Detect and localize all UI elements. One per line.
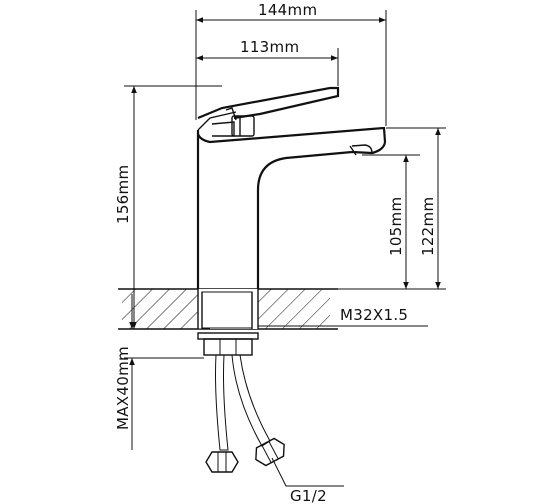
dim-label-105: 105mm	[387, 197, 405, 256]
hose-thread-label: G1/2	[290, 487, 327, 504]
faucet-body	[196, 111, 387, 289]
thread-label: M32X1.5	[340, 306, 408, 324]
dimension-overall-reach: 144mm	[195, 1, 387, 126]
thread-callout: M32X1.5	[258, 306, 428, 327]
dimension-counter-thickness: MAX40mm	[114, 294, 210, 450]
dimension-total-height: 156mm	[114, 85, 222, 329]
threaded-shank	[197, 289, 259, 329]
dim-label-122: 122mm	[419, 197, 437, 256]
hose-connection-callout: G1/2	[271, 457, 344, 504]
dimension-outlet-height: 122mm	[338, 127, 446, 290]
lever-handle	[197, 86, 340, 137]
dimension-spout-height: 105mm	[362, 154, 420, 289]
dim-label-156: 156mm	[114, 165, 132, 224]
dimension-lever-reach: 113mm	[196, 38, 339, 86]
dim-label-144: 144mm	[258, 1, 317, 19]
lock-nut	[197, 332, 259, 356]
hose-nut-right	[255, 437, 285, 467]
dim-label-113: 113mm	[240, 38, 299, 56]
flexible-hoses	[205, 354, 285, 473]
dim-label-max40: MAX40mm	[114, 346, 132, 430]
hose-nut-left	[205, 451, 239, 473]
